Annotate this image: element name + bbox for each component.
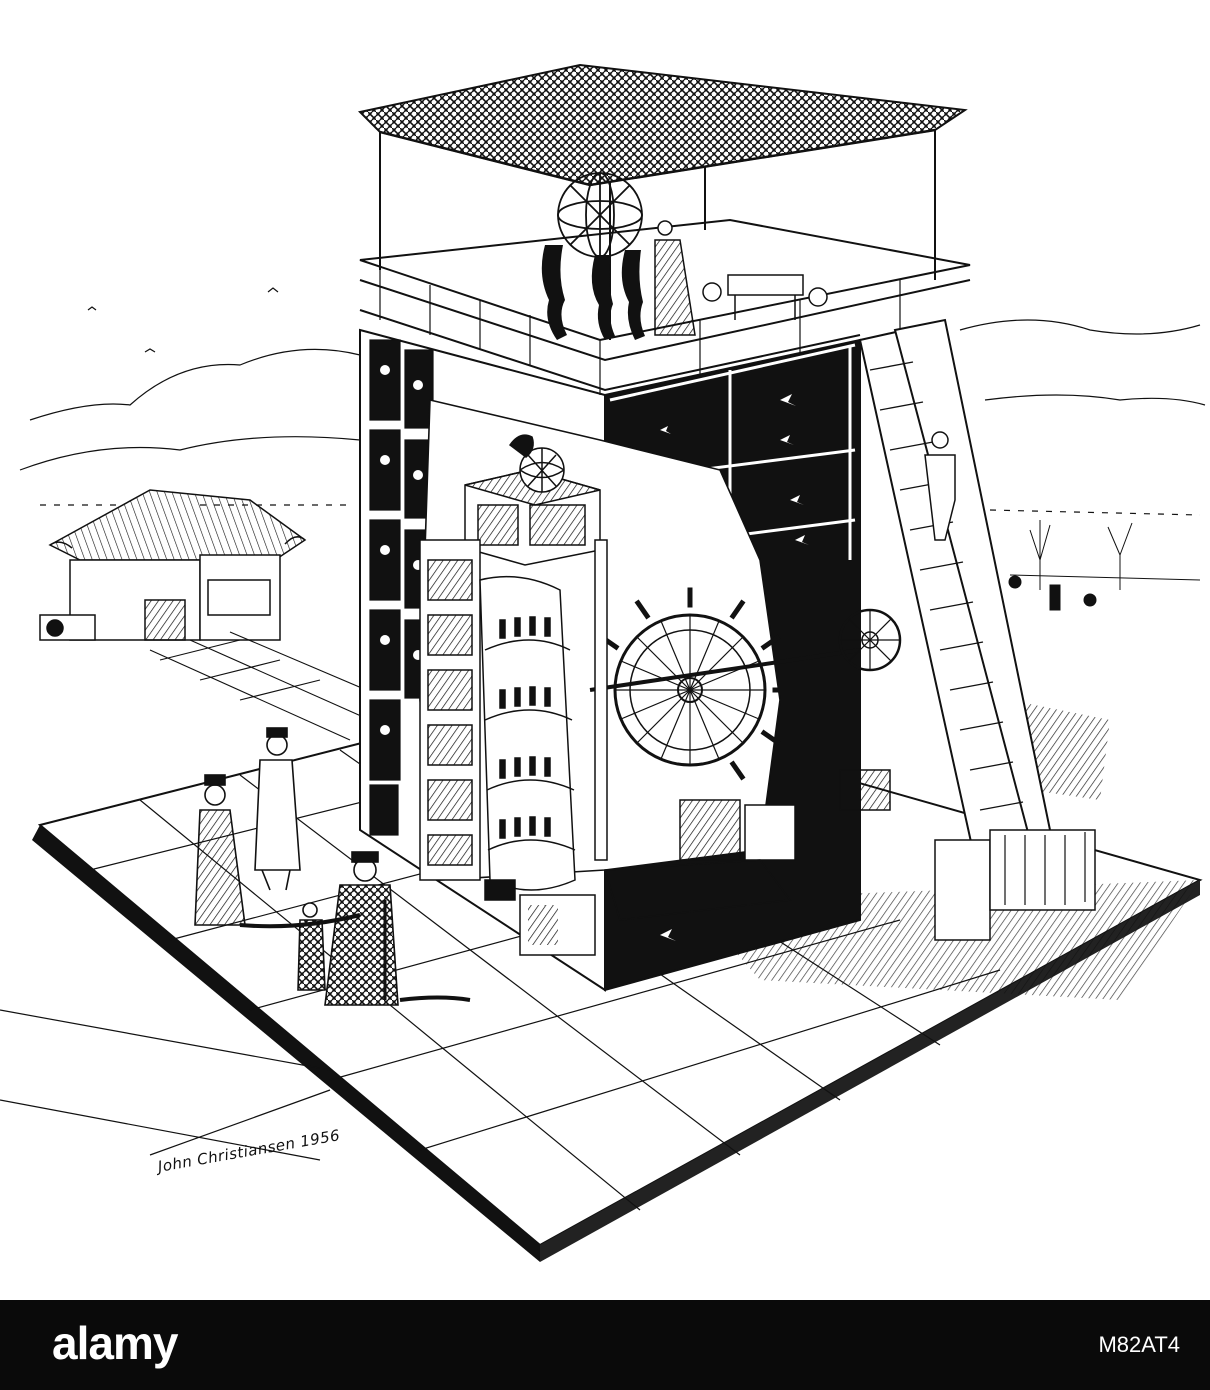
time-announcing-drum [419, 539, 576, 901]
observation-platform [357, 63, 971, 395]
water-wheel [589, 587, 861, 781]
gear-wheel [838, 608, 902, 672]
bird-motifs [660, 394, 809, 941]
clock-tower-illustration [0, 63, 1206, 1262]
staircase [858, 318, 1096, 941]
pavilion-building [39, 489, 307, 641]
visitor-figures [194, 727, 471, 1006]
background-hills [19, 319, 1206, 516]
astronomer-figure [654, 220, 696, 336]
background-trees [1008, 520, 1201, 611]
armillary-sphere [557, 172, 643, 258]
birds [87, 287, 279, 353]
clock-tower [359, 328, 902, 992]
transmission-shaft [594, 539, 608, 861]
celestial-globe [464, 434, 601, 566]
watermark-footer [0, 1300, 1210, 1390]
alamy-logo: alamy [52, 1317, 178, 1369]
path-tiles [149, 631, 391, 741]
image-id: M82AT4 [1098, 1332, 1180, 1357]
water-tanks [679, 769, 891, 861]
